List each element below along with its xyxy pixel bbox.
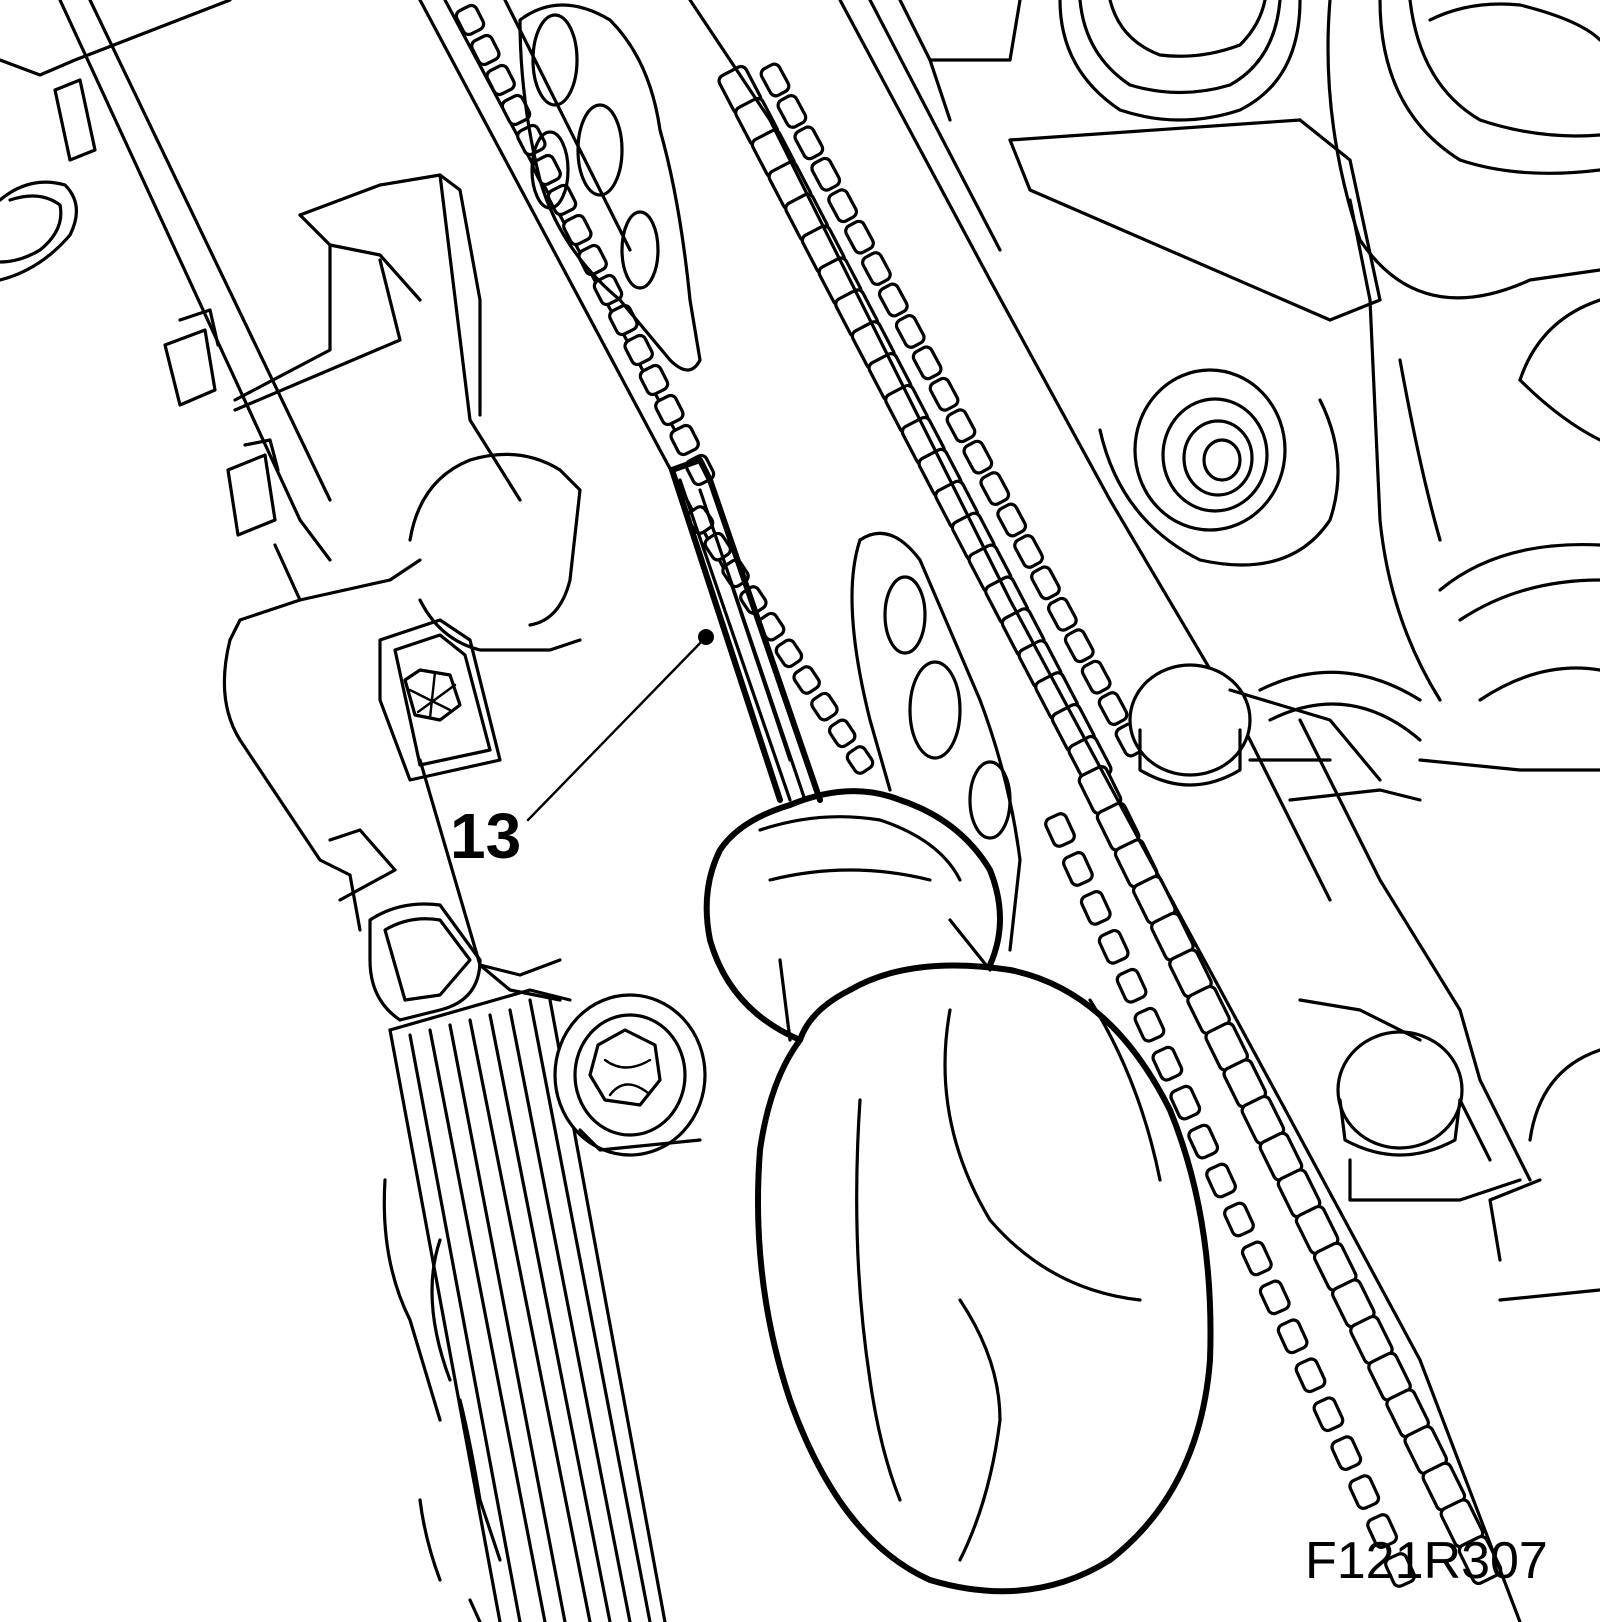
timing-chain-inner — [454, 3, 875, 775]
sprocket-lower — [850, 531, 1022, 952]
chain-link — [911, 345, 943, 381]
chain-link — [776, 94, 808, 129]
chain-link — [1063, 628, 1095, 664]
chain-link — [1223, 1201, 1255, 1238]
chain-link — [928, 376, 960, 412]
chain-link — [485, 63, 516, 97]
chain-link — [1097, 691, 1129, 726]
figure-code: F121R307 — [1305, 1532, 1548, 1590]
chain-guide-right — [688, 0, 1522, 1622]
chain-link — [996, 502, 1028, 538]
chain-link — [861, 251, 892, 286]
callout-13: 13 — [450, 629, 714, 872]
chain-link — [1330, 1435, 1363, 1472]
chain-link — [470, 33, 501, 67]
chain-link — [1312, 1396, 1345, 1433]
chain-link — [894, 314, 926, 349]
chain-link — [792, 665, 821, 695]
chain-link — [454, 3, 486, 37]
chain-link — [1205, 1162, 1237, 1199]
chain-link — [810, 691, 839, 722]
chain-link — [1348, 1474, 1381, 1510]
chain-link — [1097, 928, 1130, 965]
ribbed-manifold — [382, 988, 667, 1622]
chain-link — [827, 718, 857, 749]
chain-link — [844, 219, 875, 255]
chain-link — [979, 471, 1011, 506]
washer-stud-right — [1098, 368, 1340, 567]
sprocket-icon — [518, 3, 702, 372]
callout-dot — [698, 629, 714, 645]
chain-link — [562, 213, 593, 247]
chain-link — [608, 303, 639, 337]
chain-link — [1366, 1513, 1399, 1549]
chain-link — [623, 333, 654, 367]
chain-link — [654, 393, 685, 427]
chain-link — [1061, 851, 1094, 887]
chain-link — [638, 363, 670, 397]
chain-link — [1187, 1123, 1220, 1160]
callout-label: 13 — [450, 800, 521, 872]
chain-link — [793, 125, 825, 161]
bolt-right-lower — [1298, 998, 1600, 1162]
chain-link — [1080, 659, 1112, 695]
chain-link — [1079, 890, 1112, 926]
screwdriver-icon — [669, 457, 1214, 1595]
chain-link — [669, 423, 700, 457]
chain-link — [810, 156, 842, 192]
chain-link — [1044, 812, 1076, 848]
chain-link — [945, 408, 977, 444]
chain-link — [1276, 1318, 1309, 1355]
housing-right — [1258, 542, 1600, 1302]
chain-link — [774, 638, 804, 669]
engine-housing-left — [0, 0, 522, 562]
torx-bolt-lower — [553, 993, 707, 1157]
chain-link — [1294, 1357, 1327, 1394]
chain-link — [845, 745, 875, 775]
chain-link — [1240, 1240, 1273, 1277]
chain-link — [962, 439, 994, 475]
chain-link — [1258, 1279, 1291, 1316]
cylinder-head-right — [898, 0, 1600, 702]
timing-chain-icon — [717, 62, 1503, 1588]
tensioner-bracket — [222, 452, 582, 1022]
chain-link — [1384, 1552, 1416, 1588]
chain-link — [1115, 967, 1148, 1004]
chain-link — [1169, 1084, 1202, 1121]
chain-link — [1013, 534, 1044, 569]
chain-link — [1151, 1045, 1184, 1082]
chain-link — [1133, 1006, 1166, 1043]
chain-link — [1030, 565, 1061, 601]
chain-link — [759, 62, 791, 98]
chain-link — [1046, 596, 1078, 632]
bolt-right-upper — [1128, 663, 1382, 787]
chain-link — [877, 282, 909, 318]
chain-link — [827, 188, 859, 224]
